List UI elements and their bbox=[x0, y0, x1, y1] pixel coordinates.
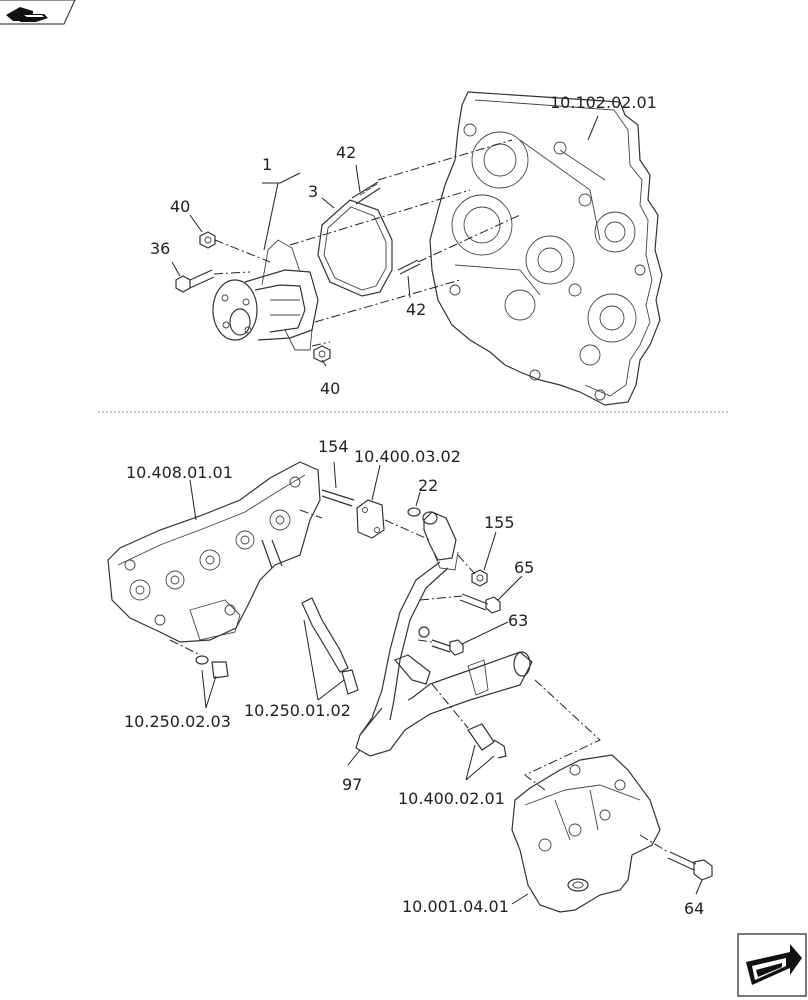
top-nav-tab[interactable] bbox=[0, 0, 76, 25]
bottom-leaders bbox=[189, 461, 703, 905]
label-oring-22: 22 bbox=[418, 476, 438, 495]
label-fitting-ref: 10.400.02.01 bbox=[398, 789, 505, 808]
o-ring-22 bbox=[407, 507, 421, 517]
label-stud-lower: 42 bbox=[406, 300, 426, 319]
label-gasket-ref: 10.400.03.02 bbox=[354, 447, 461, 466]
next-page-button[interactable] bbox=[737, 933, 807, 997]
folder-icon bbox=[6, 7, 48, 22]
top-centerlines bbox=[213, 139, 521, 347]
label-bolt-63: 63 bbox=[508, 611, 528, 630]
hose-10-250-01-02 bbox=[301, 597, 359, 695]
water-pipe-97 bbox=[355, 561, 533, 757]
drain-10-250-02-03 bbox=[195, 655, 229, 679]
elbow-fitting bbox=[422, 511, 459, 571]
label-hose-ref: 10.250.01.02 bbox=[244, 701, 351, 720]
label-housing-ref: 10.102.02.01 bbox=[550, 93, 657, 112]
label-water-pump: 1 bbox=[262, 155, 272, 174]
label-bolt-65: 65 bbox=[514, 558, 534, 577]
pump-gasket bbox=[317, 199, 393, 297]
bolt-65 bbox=[459, 593, 501, 614]
label-bolt-36: 36 bbox=[150, 239, 170, 258]
housing-assembly bbox=[429, 91, 663, 406]
arrow-icon bbox=[746, 944, 802, 985]
stud-154 bbox=[321, 489, 355, 507]
label-pipe-97: 97 bbox=[342, 775, 362, 794]
top-fasteners bbox=[175, 181, 421, 363]
label-manifold-ref: 10.408.01.01 bbox=[126, 463, 233, 482]
top-leaders bbox=[171, 115, 599, 367]
fitting-10-400-02-01 bbox=[467, 723, 507, 759]
bottom-centerlines bbox=[169, 509, 669, 853]
label-drain-ref: 10.250.02.03 bbox=[124, 712, 231, 731]
water-pump bbox=[212, 239, 319, 351]
label-nut-lower: 40 bbox=[320, 379, 340, 398]
manifold-assembly bbox=[107, 461, 321, 643]
bolt-64 bbox=[667, 851, 713, 881]
label-bolt-64: 64 bbox=[684, 899, 704, 918]
bracket-assembly bbox=[511, 754, 661, 913]
label-stud-upper: 42 bbox=[336, 143, 356, 162]
gasket-10-400-03-02 bbox=[356, 499, 385, 539]
label-gasket: 3 bbox=[308, 182, 318, 201]
bolt-63 bbox=[418, 626, 464, 656]
nut-155 bbox=[471, 569, 488, 587]
label-nut-upper: 40 bbox=[170, 197, 190, 216]
label-bracket-ref: 10.001.04.01 bbox=[402, 897, 509, 916]
label-stud-154: 154 bbox=[318, 437, 349, 456]
label-nut-155: 155 bbox=[484, 513, 515, 532]
